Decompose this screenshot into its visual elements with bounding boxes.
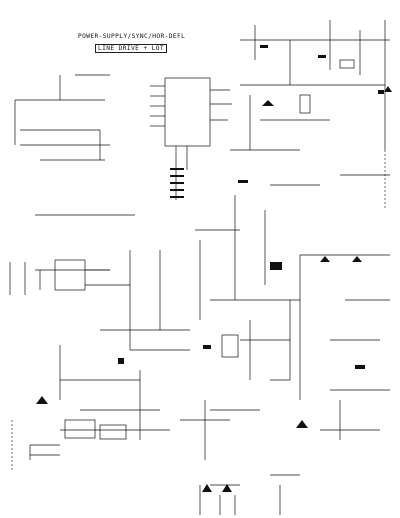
ic-block-upper [164, 77, 211, 147]
diagram-title: POWER-SUPPLY/SYNC/HOR-DEFL [78, 33, 186, 40]
ground-triangle-bottom-1 [202, 484, 212, 492]
diagram-subtitle-box: LINE DRIVE + LOT [95, 44, 168, 53]
ground-triangle-bottom-2 [222, 484, 232, 492]
ground-triangle-right [296, 420, 308, 428]
ground-triangle-left [36, 396, 48, 404]
